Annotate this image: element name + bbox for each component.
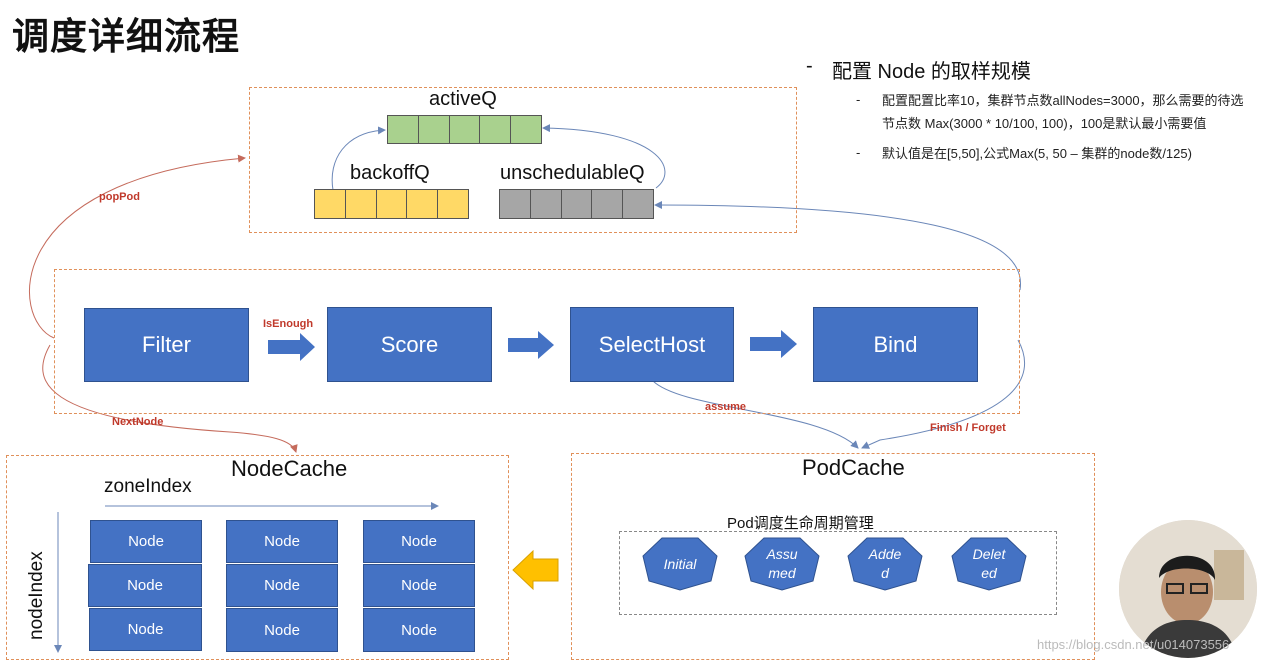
state-initial-label: Initial <box>663 555 697 572</box>
queue-cell <box>449 116 481 143</box>
queue-cell <box>500 190 531 218</box>
queue-cell <box>345 190 377 218</box>
queue-cell <box>376 190 408 218</box>
queue-cell <box>438 190 468 218</box>
note-bullet: - <box>856 92 861 107</box>
queue-cell <box>480 116 512 143</box>
watermark: https://blog.csdn.net/u014073556 <box>1037 637 1230 652</box>
podcache-to-nodecache-arrow <box>512 549 559 591</box>
zoneindex-label: zoneIndex <box>104 476 192 497</box>
node-cell: Node <box>226 564 338 607</box>
unschedulable-to-active-arrow <box>542 124 666 189</box>
isenough-label: IsEnough <box>263 318 314 330</box>
podcache-group <box>571 453 1095 660</box>
node-cell: Node <box>89 608 202 651</box>
node-cell: Node <box>363 520 475 563</box>
queue-cell <box>623 190 653 218</box>
activeq-label: activeQ <box>429 88 497 110</box>
queue-cell <box>315 190 346 218</box>
nodecache-group <box>6 455 509 660</box>
selecthost-to-bind-arrow <box>750 330 797 358</box>
assume-label: assume <box>705 401 746 413</box>
queue-group <box>249 87 797 233</box>
node-cell: Node <box>88 564 202 607</box>
node-cell: Node <box>363 608 475 652</box>
nextnode-label: NextNode <box>112 416 164 428</box>
stage-bind: Bind <box>813 307 978 382</box>
state-deleted: Delet ed <box>951 537 1027 591</box>
node-cell: Node <box>90 520 202 563</box>
poppod-arrow <box>29 154 246 339</box>
filter-to-score-arrow <box>268 333 315 361</box>
queue-cell <box>530 190 562 218</box>
scheduling-pipeline-group <box>54 269 1020 414</box>
state-assumed-label: Assu med <box>766 546 798 581</box>
activeq <box>387 115 542 144</box>
notes-heading: 配置 Node 的取样规模 <box>832 61 1031 83</box>
stage-score: Score <box>327 307 492 382</box>
backoff-to-active-arrow <box>331 126 386 191</box>
nodeindex-label: nodeIndex <box>26 551 47 640</box>
state-deleted-label: Delet ed <box>972 546 1006 581</box>
poppod-label: popPod <box>99 191 140 203</box>
notes-bullet: - <box>806 55 813 77</box>
presenter-video <box>1119 520 1257 658</box>
page-title: 调度详细流程 <box>12 16 240 57</box>
nextnode-arrow <box>42 344 298 453</box>
queue-cell <box>561 190 593 218</box>
backoffq <box>314 189 469 219</box>
queue-cell <box>592 190 624 218</box>
presenter-avatar-icon <box>1119 520 1257 658</box>
lifecycle-group <box>619 531 1057 615</box>
state-added-label: Adde d <box>868 546 902 581</box>
unschedulableq-label: unschedulableQ <box>500 162 645 184</box>
note-item-1: 配置配置比率10，集群节点数allNodes=3000，那么需要的待选 节点数 … <box>882 93 1244 131</box>
score-to-selecthost-arrow <box>508 331 554 359</box>
state-initial: Initial <box>642 537 718 591</box>
podcache-title: PodCache <box>802 455 905 480</box>
backoffq-label: backoffQ <box>350 162 430 184</box>
queue-cell <box>511 116 541 143</box>
note-bullet: - <box>856 145 861 160</box>
node-cell: Node <box>363 564 475 607</box>
node-cell: Node <box>226 608 338 652</box>
stage-selecthost: SelectHost <box>570 307 734 382</box>
node-cell: Node <box>226 520 338 563</box>
retry-to-unschedulable-arrow <box>654 201 1021 291</box>
finish-forget-arrow <box>861 339 1026 449</box>
state-assumed: Assu med <box>744 537 820 591</box>
finish-forget-label: Finish / Forget <box>930 422 1006 434</box>
queue-cell <box>388 116 419 143</box>
stage-filter: Filter <box>84 308 249 382</box>
nodecache-title: NodeCache <box>231 456 348 481</box>
queue-cell <box>418 116 450 143</box>
state-added: Adde d <box>847 537 923 591</box>
lifecycle-title: Pod调度生命周期管理 <box>727 515 874 532</box>
assume-arrow <box>651 379 859 449</box>
queue-cell <box>407 190 439 218</box>
note-item-2: 默认值是在[5,50],公式Max(5, 50 – 集群的node数/125) <box>882 146 1192 161</box>
unschedulableq <box>499 189 654 219</box>
